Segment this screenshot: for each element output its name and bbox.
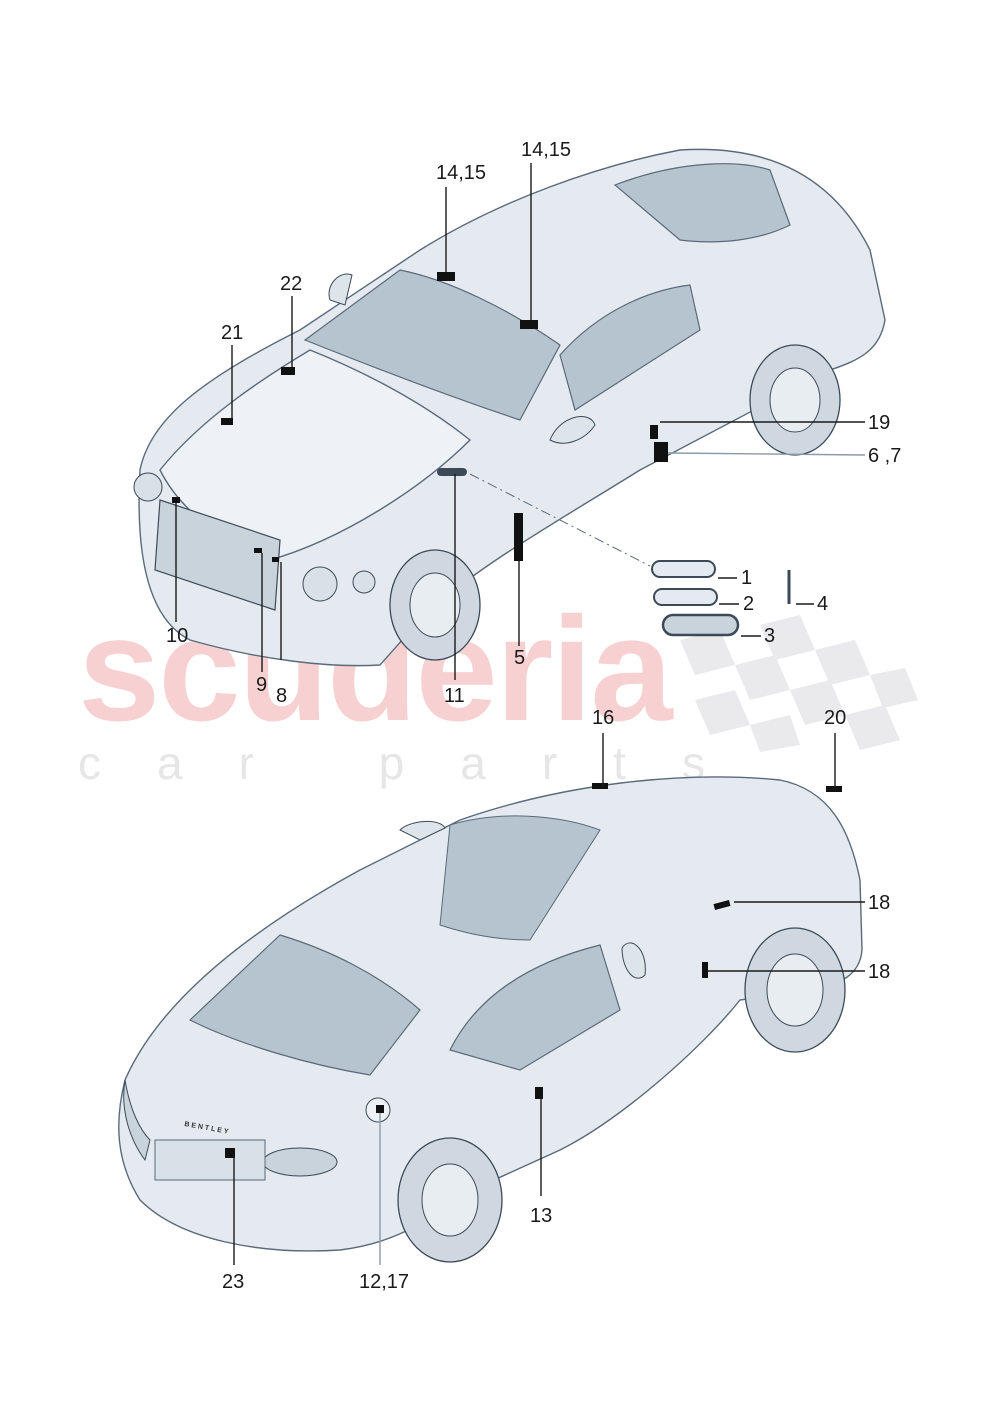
- callout-14-15-b: 14,15: [521, 139, 572, 161]
- callout-22: 22: [280, 273, 303, 295]
- callout-11: 11: [444, 685, 465, 707]
- callout-19: 19: [868, 412, 891, 434]
- callout-21: 21: [221, 322, 244, 344]
- callout-18-a: 18: [868, 892, 891, 914]
- callout-4: 4: [817, 593, 829, 615]
- callout-23: 23: [222, 1271, 245, 1293]
- callout-2: 2: [743, 593, 755, 615]
- callout-3: 3: [764, 625, 776, 647]
- callout-20: 20: [824, 707, 847, 729]
- callout-16: 16: [592, 707, 615, 729]
- callout-5: 5: [514, 647, 526, 669]
- callout-14-15-a: 14,15: [436, 162, 487, 184]
- callout-6-7: 6 ,7: [868, 445, 902, 467]
- callout-18-b: 18: [868, 961, 891, 983]
- callout-13: 13: [530, 1205, 553, 1227]
- sticker-14-15-a: [437, 272, 455, 281]
- callout-9: 9: [256, 674, 268, 696]
- windshield: [303, 269, 561, 421]
- callout-8: 8: [276, 685, 288, 707]
- callout-10: 10: [166, 625, 189, 647]
- watermark-car-parts: car parts: [78, 737, 761, 789]
- callout-1: 1: [741, 567, 753, 589]
- callout-12-17: 12,17: [359, 1271, 410, 1293]
